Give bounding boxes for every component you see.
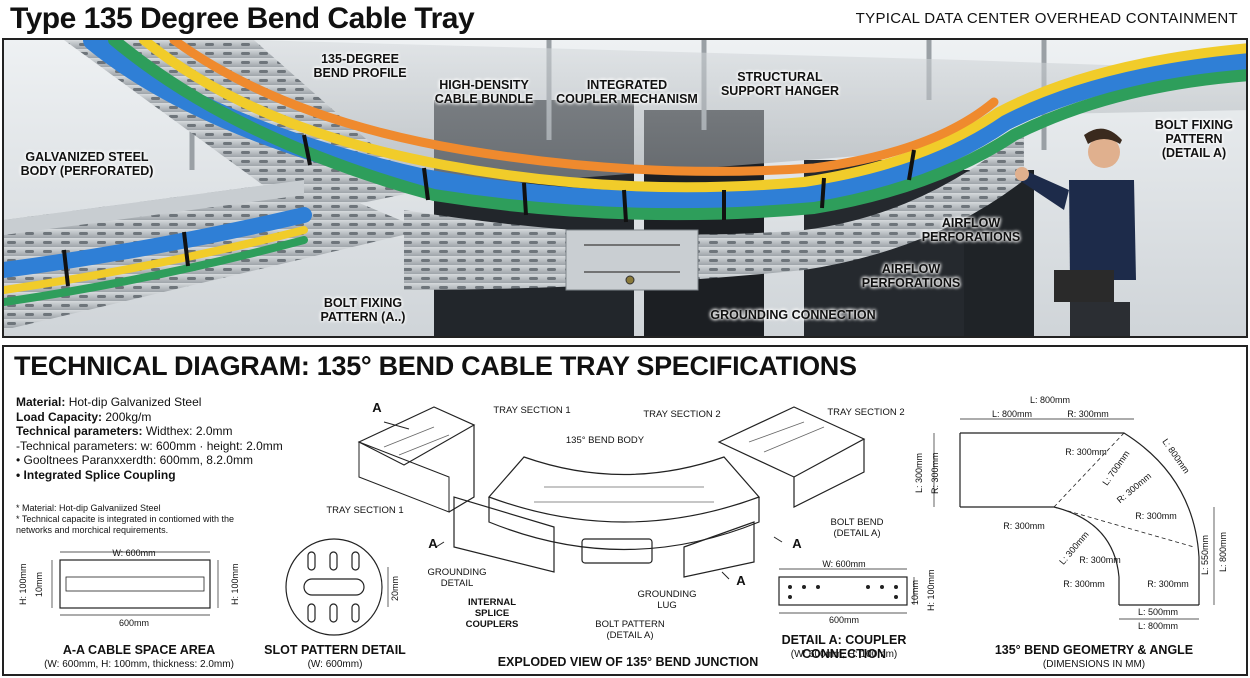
dim-geo-l800-bottom: L: 800mm	[1137, 621, 1179, 631]
dim-xs-w-bottom: 600mm	[118, 618, 149, 628]
dim-xs-h-inner: 10mm	[34, 571, 44, 597]
dim-detail-w-bottom: 600mm	[828, 615, 859, 625]
dim-detail-h-right: H: 100mm	[926, 569, 936, 611]
spec-item: -Technical parameters: w: 600mm · height…	[16, 438, 283, 453]
bend-tray-side	[404, 130, 1024, 291]
dim-geo-r300-3: R: 300mm	[1135, 511, 1177, 521]
label-section-a-2: A	[428, 536, 438, 551]
caption-detail-a-sub: (W: 600mm, H: 100mm)	[790, 649, 898, 660]
note-item: * Material: Hot-dip Galvaniized Steel	[16, 503, 161, 513]
cross-section-drawing	[51, 551, 219, 616]
spec-notes: * Material: Hot-dip Galvaniized Steel * …	[16, 503, 266, 536]
spec-item: Material: Hot-dip Galvanized Steel	[16, 395, 202, 409]
label-bolt-bend: BOLT BEND(DETAIL A)	[830, 517, 884, 539]
photo-illustration	[4, 40, 1246, 336]
diagram-title: TECHNICAL DIAGRAM: 135° BEND CABLE TRAY …	[14, 351, 857, 381]
page-subtitle: TYPICAL DATA CENTER OVERHEAD CONTAINMENT	[855, 10, 1238, 27]
spec-item: Technical parameters: Widthex: 2.0mm	[16, 424, 233, 438]
note-item: * Technical capacite is integrated in co…	[16, 514, 234, 535]
dim-geo-r300-4: R: 300mm	[1003, 521, 1045, 531]
label-bend-body: 135° BEND BODY	[565, 435, 645, 446]
spec-list: Material: Hot-dip Galvanized Steel Load …	[16, 395, 316, 482]
dim-detail-w-top: W: 600mm	[822, 559, 866, 569]
dim-detail-h-inner: 10mm	[910, 579, 920, 605]
detail-a-drawing	[778, 568, 915, 614]
label-tray-section-1-left: TRAY SECTION 1	[326, 505, 404, 516]
caption-exploded-view: EXPLODED VIEW OF 135° BEND JUNCTION	[497, 655, 759, 669]
dim-geo-r300-left: R: 300mm	[930, 452, 940, 494]
dim-slot: 20mm	[390, 575, 400, 601]
label-tray-section-1-top: TRAY SECTION 1	[493, 405, 571, 416]
header: Type 135 Degree Bend Cable Tray TYPICAL …	[0, 0, 1250, 38]
caption-slot-pattern: SLOT PATTERN DETAIL	[264, 643, 406, 657]
cable-bundles	[4, 40, 1246, 306]
callout-grounding: GROUNDING CONNECTION	[710, 308, 876, 322]
page-title: Type 135 Degree Bend Cable Tray	[10, 2, 475, 35]
dim-xs-h-right: H: 100mm	[230, 563, 240, 605]
technician	[1015, 128, 1136, 336]
dim-geo-r300-5: R: 300mm	[1079, 555, 1121, 565]
label-tray-section-2-left: TRAY SECTION 2	[643, 409, 721, 420]
dim-geo-l550: L: 550mm	[1200, 534, 1210, 576]
dim-geo-l300: L: 300mm	[914, 452, 924, 494]
dim-geo-l800-top: L: 800mm	[1029, 395, 1071, 405]
bend-geometry-drawing	[933, 418, 1215, 620]
dim-geo-r300-6: R: 300mm	[1063, 579, 1105, 589]
caption-geometry-sub: (DIMENSIONS IN MM)	[1042, 659, 1146, 670]
caption-cross-section: A-A CABLE SPACE AREA	[62, 643, 216, 657]
cable-ties	[62, 134, 916, 287]
spec-item: • Gooltnees Paranxxerdth: 600mm, 8.2.0mm	[16, 453, 253, 467]
technical-drawings	[51, 406, 1215, 636]
exploded-view-drawing	[357, 406, 866, 580]
dim-geo-r300-top: R: 300mm	[1067, 409, 1109, 419]
caption-detail-a: DETAIL A: COUPLER CONNECTION	[781, 633, 907, 661]
caption-slot-pattern-sub: (W: 600mm)	[307, 659, 363, 670]
spec-item: • Integrated Splice Coupling	[16, 467, 176, 482]
label-tray-section-2-right: TRAY SECTION 2	[827, 407, 905, 418]
dim-xs-w-top: W: 600mm	[112, 548, 156, 558]
caption-geometry: 135° BEND GEOMETRY & ANGLE	[994, 643, 1194, 657]
diagram-panel: TECHNICAL DIAGRAM: 135° BEND CABLE TRAY …	[2, 345, 1248, 676]
dim-xs-h-left: H: 100mm	[18, 563, 28, 605]
caption-cross-section-sub: (W: 600mm, H: 100mm, thickness: 2.0mm)	[44, 659, 234, 670]
slot-pattern-drawing	[285, 538, 389, 636]
label-bolt-pattern: BOLT PATTERN(DETAIL A)	[595, 619, 665, 641]
dim-geo-r300-1: R: 300mm	[1065, 447, 1107, 457]
spec-item: Load Capacity: 200kg/m	[16, 409, 152, 424]
dim-geo-l800-right: L: 800mm	[1218, 531, 1228, 573]
dim-geo-l500: L: 500mm	[1137, 607, 1179, 617]
label-section-a-1: A	[372, 400, 382, 415]
dim-geo-l800-a: L: 800mm	[991, 409, 1033, 419]
label-section-a-3: A	[792, 536, 802, 551]
label-section-a-4: A	[736, 573, 746, 588]
dim-geo-r300-7: R: 300mm	[1147, 579, 1189, 589]
